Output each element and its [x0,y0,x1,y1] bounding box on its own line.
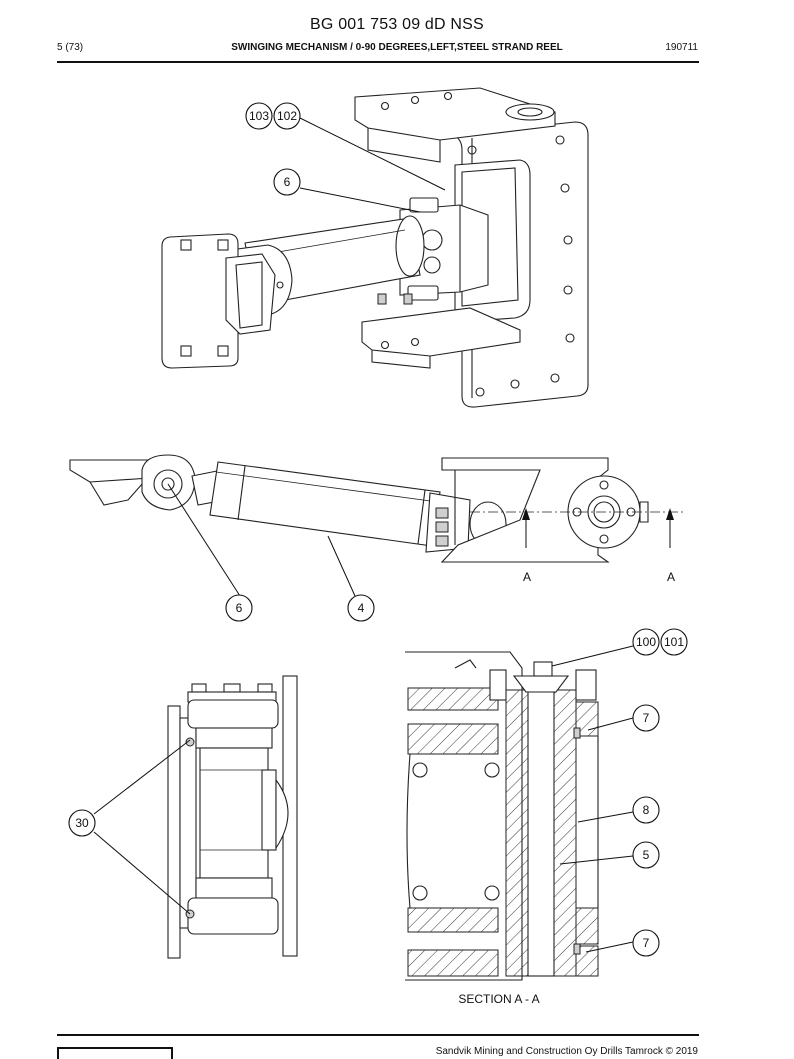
callout-100: 100 [632,628,660,656]
front-view [167,675,298,959]
callout-102: 102 [273,102,301,130]
section-a-a [405,651,599,981]
side-view [69,454,686,563]
svg-text:101: 101 [664,635,684,649]
callout-103: 103 [245,102,273,130]
document-title: BG 001 753 09 dD NSS [310,16,484,33]
svg-text:4: 4 [358,601,365,615]
page-number: 5 (73) [57,42,84,53]
section-mark-left: A [523,570,531,584]
callout-7-lower: 7 [632,929,660,957]
section-mark-right: A [667,570,675,584]
callout-6-top: 6 [273,168,301,196]
svg-text:8: 8 [643,803,650,817]
svg-text:6: 6 [284,175,291,189]
callout-8: 8 [632,796,660,824]
svg-text:6: 6 [236,601,243,615]
callout-30: 30 [68,809,96,837]
section-title: SWINGING MECHANISM / 0-90 DEGREES,LEFT,S… [231,42,563,53]
footer-copyright: Sandvik Mining and Construction Oy Drill… [435,1046,698,1057]
callout-4: 4 [347,594,375,622]
callout-7-upper: 7 [632,704,660,732]
callout-leaders [93,117,634,953]
svg-text:30: 30 [75,816,89,830]
date-code: 190711 [665,42,698,53]
svg-text:7: 7 [643,936,650,950]
section-caption: SECTION A - A [458,992,539,1006]
svg-text:5: 5 [643,848,650,862]
svg-text:7: 7 [643,711,650,725]
callout-6-side: 6 [225,594,253,622]
callout-101: 101 [660,628,688,656]
header-rule [57,61,699,63]
svg-text:100: 100 [636,635,656,649]
isometric-view [161,87,589,408]
svg-text:102: 102 [277,109,297,123]
callout-5: 5 [632,841,660,869]
footer-rule [57,1034,699,1036]
svg-text:103: 103 [249,109,269,123]
